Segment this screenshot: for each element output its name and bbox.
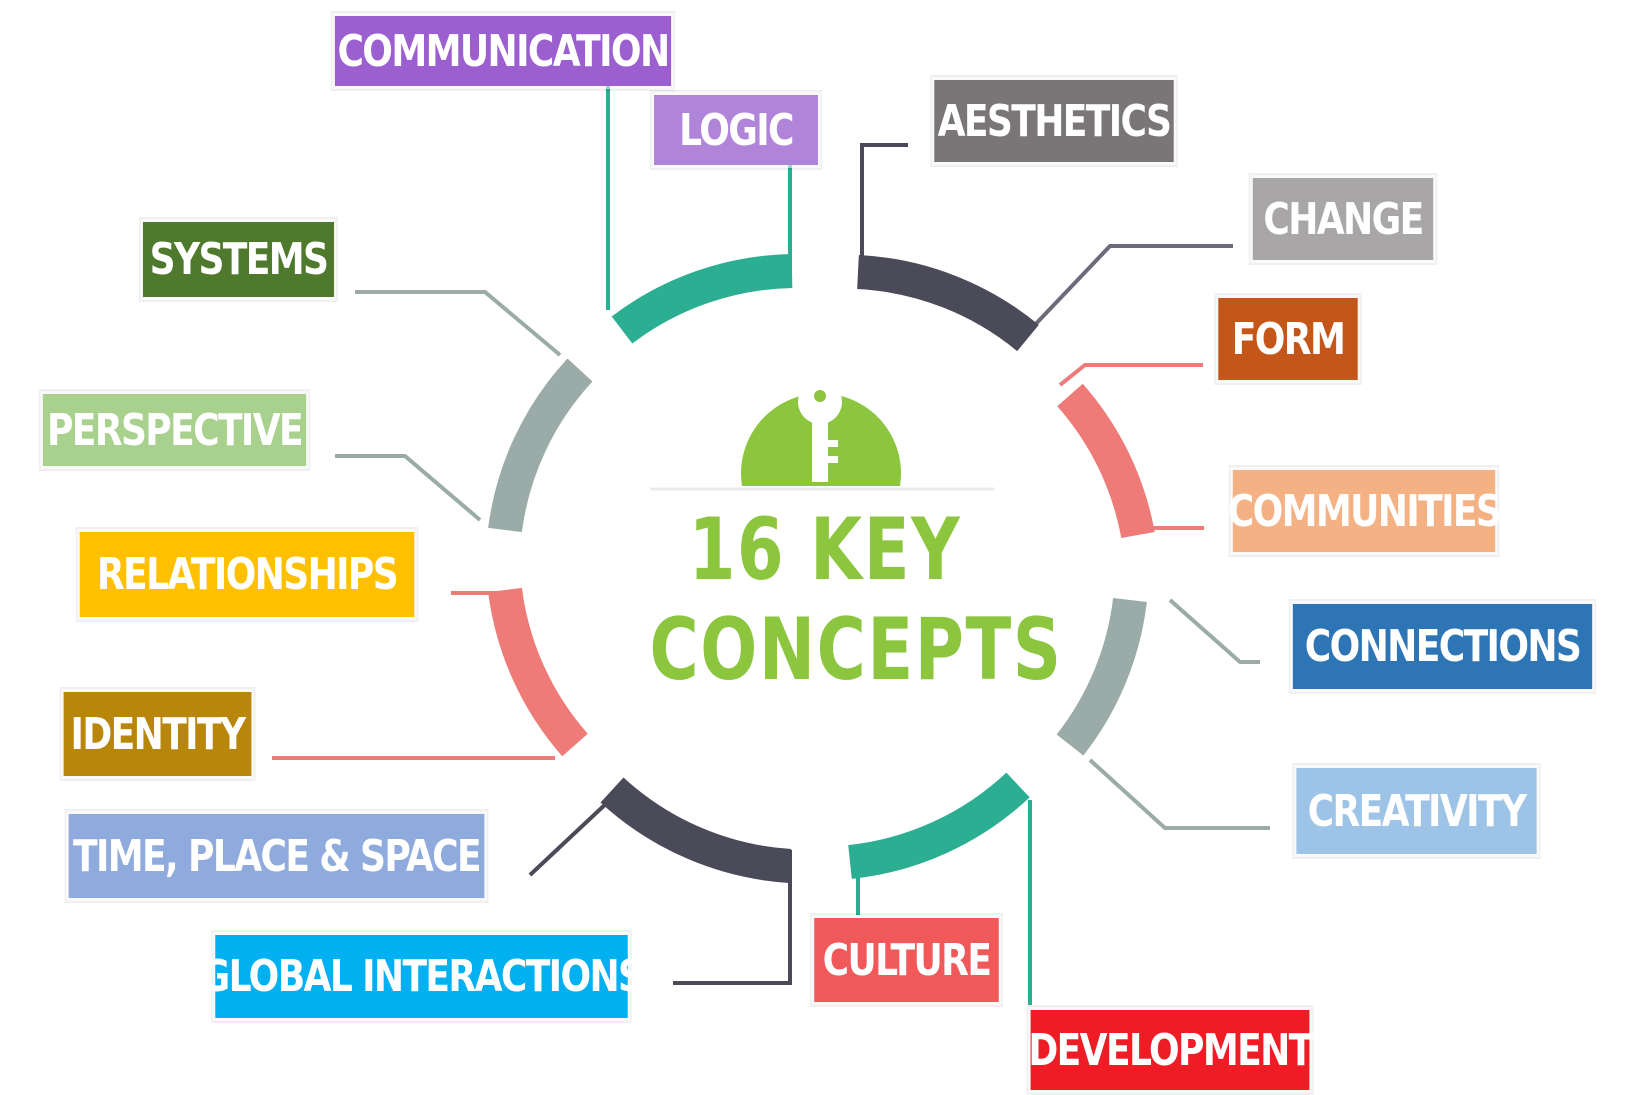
concept-relationships: RELATIONSHIPS — [79, 532, 415, 617]
connector-time-place-space — [528, 798, 612, 877]
concept-identity: IDENTITY — [63, 692, 252, 776]
ring-arc-dark-top-right — [856, 255, 1039, 352]
ring-arc-grey-right — [1056, 597, 1147, 756]
concept-culture: CULTURE — [814, 918, 999, 1002]
concept-communities: COMMUNITIES — [1228, 470, 1502, 552]
connector-perspective — [335, 454, 482, 522]
connector-systems — [355, 290, 562, 357]
concept-change: CHANGE — [1252, 178, 1434, 260]
connector-connections — [1168, 598, 1260, 664]
ring-arc-red-right — [1057, 383, 1155, 539]
title-line-2: CONCEPTS — [649, 600, 1063, 700]
concept-creativity: CREATIVITY — [1296, 768, 1537, 854]
concept-communication: COMMUNICATION — [334, 16, 672, 86]
connector-aesthetics — [860, 143, 908, 265]
title-line-1: 16 KEY — [688, 500, 962, 600]
ring-arc-red-left — [488, 587, 588, 757]
concept-development: DEVELOPMENT — [1028, 1010, 1313, 1090]
concept-aesthetics: AESTHETICS — [934, 80, 1174, 162]
concept-global-interactions: GLOBAL INTERACTIONS — [201, 935, 644, 1018]
connector-form — [1058, 363, 1203, 387]
ring-arc-dark-bottom-left — [600, 777, 792, 883]
concept-time-place-space: TIME, PLACE & SPACE — [68, 814, 485, 898]
concept-systems: SYSTEMS — [142, 222, 335, 297]
connector-creativity — [1088, 758, 1270, 830]
connector-change — [1028, 244, 1233, 332]
ring-arc-grey-left — [488, 358, 593, 533]
concept-logic: LOGIC — [654, 95, 818, 165]
ring-arc-teal-top — [611, 254, 793, 344]
concept-perspective: PERSPECTIVE — [42, 394, 307, 466]
ring-arc-teal-bottom — [848, 772, 1030, 879]
key-icon — [650, 380, 995, 491]
concept-connections: CONNECTIONS — [1292, 604, 1593, 689]
concept-form: FORM — [1218, 298, 1358, 380]
connector-global-interactions — [673, 850, 792, 985]
